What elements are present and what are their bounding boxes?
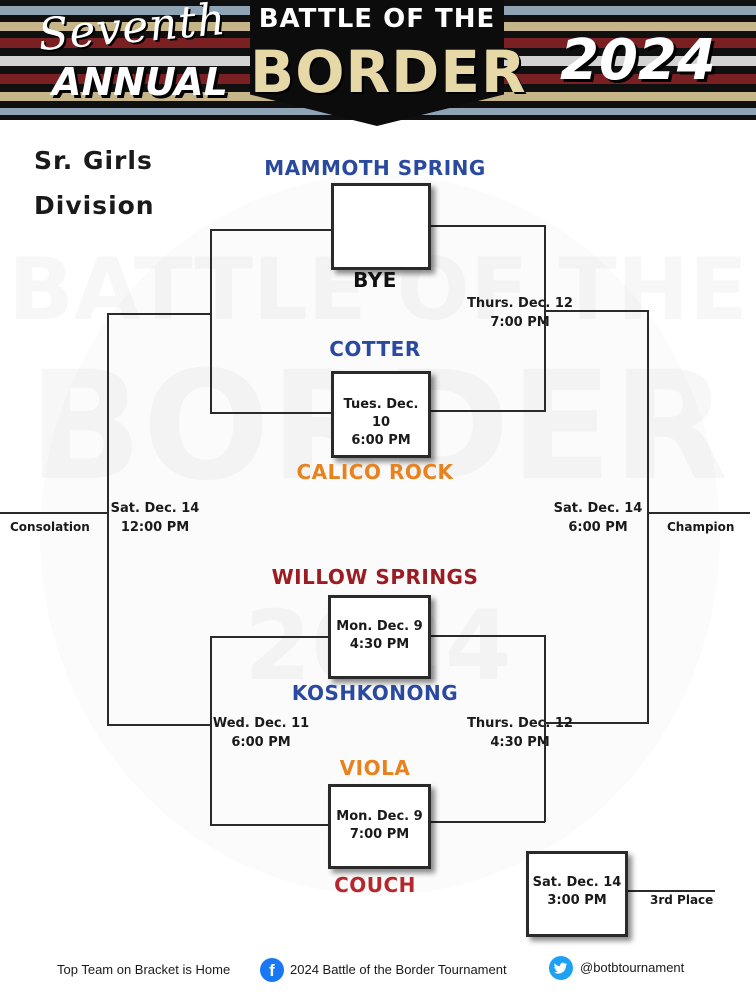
game-label-championship: Sat. Dec. 14 6:00 PM bbox=[548, 499, 648, 537]
game-hour: 12:00 PM bbox=[120, 520, 190, 535]
division-title: Sr. Girls Division bbox=[34, 138, 155, 228]
home-team-note: Top Team on Bracket is Home bbox=[57, 962, 231, 977]
game-time: Mon. Dec. 9 4:30 PM bbox=[331, 618, 428, 654]
game-day: Tues. Dec. 10 bbox=[343, 397, 419, 430]
facebook-icon[interactable]: f bbox=[260, 958, 284, 982]
game-day: Mon. Dec. 9 bbox=[336, 809, 423, 824]
game-hour: 7:00 PM bbox=[349, 827, 410, 842]
bracket-line bbox=[427, 821, 545, 823]
bracket-line bbox=[427, 410, 545, 412]
bracket-line bbox=[210, 636, 333, 638]
logo-shield bbox=[250, 0, 504, 126]
third-place-label: 3rd Place bbox=[650, 893, 714, 907]
bracket-line bbox=[210, 412, 333, 414]
game-day: Wed. Dec. 11 bbox=[212, 716, 310, 731]
bracket-line bbox=[544, 635, 546, 822]
game-box-mammoth-bye bbox=[331, 183, 431, 270]
bracket-line bbox=[647, 310, 649, 724]
team-cotter: COTTER bbox=[329, 337, 421, 361]
game-time: Mon. Dec. 9 7:00 PM bbox=[331, 808, 428, 844]
game-box-cotter-calico: Tues. Dec. 10 6:00 PM bbox=[331, 371, 431, 458]
watermark-circle bbox=[40, 175, 720, 895]
twitter-handle-link[interactable]: @botbtournament bbox=[580, 960, 685, 975]
bracket-line bbox=[107, 313, 210, 315]
team-mammoth-spring: MAMMOTH SPRING bbox=[264, 156, 486, 180]
facebook-page-link[interactable]: 2024 Battle of the Border Tournament bbox=[290, 962, 507, 977]
game-label-semi-top: Thurs. Dec. 12 7:00 PM bbox=[440, 294, 600, 332]
team-couch: COUCH bbox=[334, 873, 416, 897]
bracket-line bbox=[210, 824, 333, 826]
bracket-line bbox=[0, 512, 108, 514]
logo-main-text: BORDER bbox=[250, 38, 527, 106]
bracket-line bbox=[210, 636, 212, 826]
game-day: Sat. Dec. 14 bbox=[532, 875, 622, 890]
twitter-icon[interactable] bbox=[549, 956, 573, 980]
bracket-line bbox=[544, 225, 546, 412]
game-day: Thurs. Dec. 12 bbox=[467, 296, 573, 311]
team-willow-springs: WILLOW SPRINGS bbox=[271, 565, 479, 589]
bracket-line bbox=[544, 310, 649, 312]
game-hour: 6:00 PM bbox=[231, 735, 291, 750]
game-day: Sat. Dec. 14 bbox=[553, 501, 643, 516]
team-calico-rock: CALICO ROCK bbox=[296, 460, 454, 484]
division-line-2: Division bbox=[34, 191, 155, 220]
game-day: Mon. Dec. 9 bbox=[336, 619, 423, 634]
champion-label: Champion bbox=[667, 520, 735, 534]
game-time: Sat. Dec. 14 3:00 PM bbox=[529, 874, 625, 910]
game-label-consolation-semi: Wed. Dec. 11 6:00 PM bbox=[206, 714, 316, 752]
game-box-viola-couch: Mon. Dec. 9 7:00 PM bbox=[328, 784, 431, 869]
game-label-consolation-final: Sat. Dec. 14 12:00 PM bbox=[105, 499, 205, 537]
game-hour: 3:00 PM bbox=[547, 893, 607, 908]
bracket-line bbox=[427, 635, 545, 637]
bracket-line bbox=[210, 229, 212, 414]
edition-annual: ANNUAL bbox=[52, 60, 228, 104]
team-viola: VIOLA bbox=[339, 756, 411, 780]
game-hour: 4:30 PM bbox=[349, 637, 410, 652]
game-hour: 4:30 PM bbox=[490, 735, 550, 750]
game-hour: 7:00 PM bbox=[490, 315, 550, 330]
division-line-1: Sr. Girls bbox=[34, 146, 153, 175]
game-box-third-place: Sat. Dec. 14 3:00 PM bbox=[526, 851, 628, 937]
game-hour: 6:00 PM bbox=[351, 433, 411, 448]
consolation-label: Consolation bbox=[10, 520, 90, 534]
game-box-willow-kosh: Mon. Dec. 9 4:30 PM bbox=[328, 595, 431, 679]
bracket-line bbox=[620, 890, 715, 892]
game-day: Thurs. Dec. 12 bbox=[467, 716, 573, 731]
game-hour: 6:00 PM bbox=[568, 520, 628, 535]
team-bye: BYE bbox=[353, 268, 397, 292]
bracket-line bbox=[210, 229, 333, 231]
team-koshkonong: KOSHKONONG bbox=[291, 681, 459, 705]
game-label-semi-bottom: Thurs. Dec. 12 4:30 PM bbox=[440, 714, 600, 752]
bracket-line bbox=[648, 512, 750, 514]
game-time: Tues. Dec. 10 6:00 PM bbox=[334, 396, 428, 450]
game-day: Sat. Dec. 14 bbox=[110, 501, 200, 516]
bracket-line bbox=[107, 313, 109, 726]
bracket-line bbox=[544, 722, 648, 724]
bracket-line bbox=[427, 225, 545, 227]
bracket-line bbox=[107, 724, 211, 726]
event-year: 2024 bbox=[560, 28, 716, 93]
logo-top-text: BATTLE OF THE bbox=[258, 4, 496, 34]
